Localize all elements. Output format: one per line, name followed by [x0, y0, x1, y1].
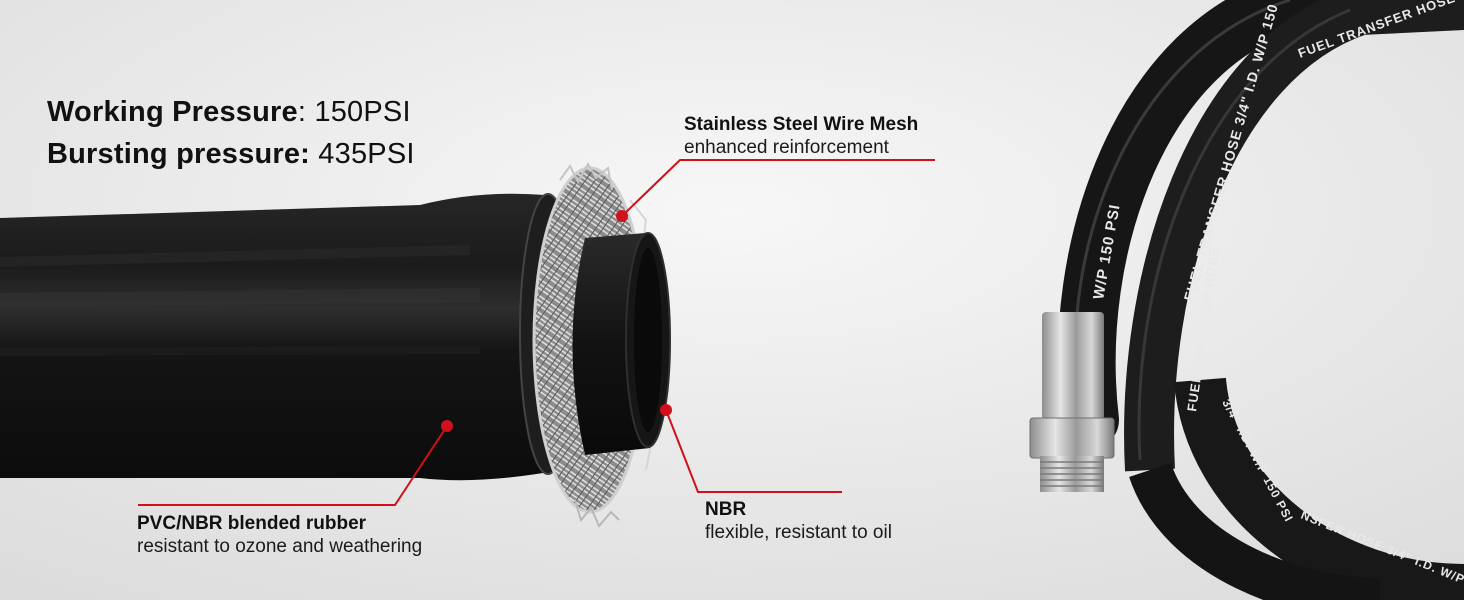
- bursting-pressure-label: Bursting pressure:: [47, 138, 311, 170]
- working-pressure-value: : 150PSI: [297, 96, 411, 128]
- hose-fitting: [1029, 312, 1115, 492]
- callout-wire-mesh-line: [616, 159, 935, 222]
- callout-nbr-desc: flexible, resistant to oil: [705, 522, 892, 543]
- working-pressure: Working Pressure: 150PSI: [47, 96, 411, 129]
- callout-nbr-line: [660, 404, 842, 493]
- bursting-pressure-value: 435PSI: [310, 138, 415, 170]
- callout-wire-mesh-title: Stainless Steel Wire Mesh: [684, 114, 919, 135]
- callout-outer-title: PVC/NBR blended rubber: [137, 513, 367, 534]
- callout-outer: PVC/NBR blended rubber resistant to ozon…: [137, 512, 422, 558]
- bursting-pressure: Bursting pressure: 435PSI: [47, 138, 415, 171]
- callout-outer-desc: resistant to ozone and weathering: [137, 536, 423, 557]
- coiled-hose: [1029, 0, 1464, 600]
- callout-wire-mesh-desc: enhanced reinforcement: [684, 137, 889, 158]
- callout-wire-mesh: Stainless Steel Wire Mesh enhanced reinf…: [684, 113, 918, 159]
- callout-nbr: NBR flexible, resistant to oil: [705, 498, 892, 544]
- hose-cross-section: [0, 161, 671, 528]
- outer-rubber-layer: [0, 193, 560, 481]
- callout-nbr-title: NBR: [705, 499, 747, 520]
- working-pressure-label: Working Pressure: [47, 96, 298, 128]
- callout-outer-line: [138, 420, 453, 506]
